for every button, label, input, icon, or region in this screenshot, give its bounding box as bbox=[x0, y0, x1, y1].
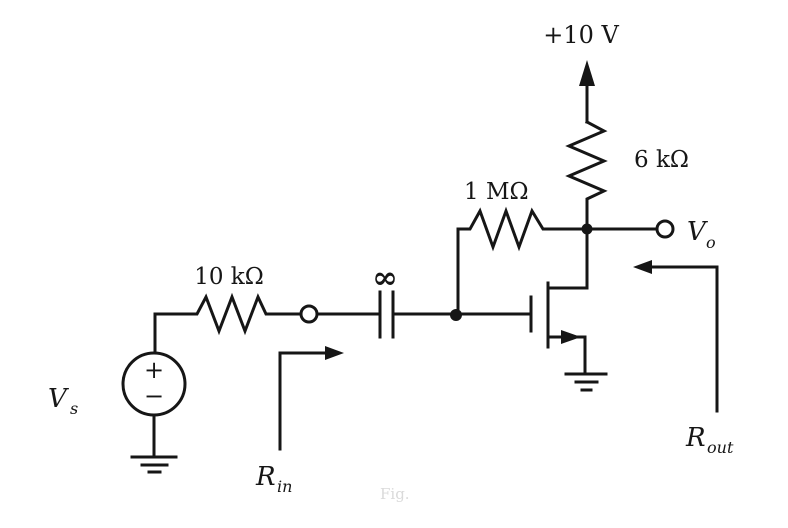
mosfet-icon bbox=[529, 230, 589, 374]
mosfet-ground-icon bbox=[564, 372, 608, 392]
mosfet-drain-lead bbox=[549, 230, 589, 290]
supply-arrow-icon bbox=[579, 60, 595, 86]
drain-node-dot bbox=[581, 223, 593, 235]
drain-resistor-label: 6 kΩ bbox=[634, 147, 689, 173]
rin-arrow-icon bbox=[278, 346, 344, 451]
vo-label-subscript: o bbox=[706, 233, 716, 252]
mosfet-source-arrow-icon bbox=[561, 330, 581, 344]
coupling-capacitor-icon bbox=[378, 290, 395, 339]
caption-fragment: Fig. bbox=[380, 485, 410, 503]
source-plus-sign: + bbox=[144, 356, 164, 384]
source-minus-sign: − bbox=[144, 382, 164, 410]
supply-voltage-label: +10 V bbox=[543, 21, 619, 49]
mosfet-source-lead bbox=[549, 335, 587, 374]
vs-label-subscript: s bbox=[70, 399, 78, 418]
rout-label: R bbox=[685, 423, 706, 453]
output-terminal bbox=[655, 219, 675, 239]
input-node-terminal bbox=[299, 304, 319, 324]
rout-arrow-icon bbox=[633, 260, 719, 413]
rin-label: R bbox=[255, 462, 276, 492]
vo-label: V bbox=[687, 217, 708, 247]
vs-label: V bbox=[48, 384, 69, 414]
series-input-resistor bbox=[153, 292, 301, 336]
rout-label-subscript: out bbox=[707, 438, 734, 457]
rin-label-subscript: in bbox=[277, 477, 292, 496]
source-ground-icon bbox=[130, 455, 178, 474]
series-resistor-label: 10 kΩ bbox=[194, 264, 264, 290]
feedback-resistor-label: 1 MΩ bbox=[464, 179, 529, 205]
capacitor-infinity-label: ∞ bbox=[372, 260, 398, 296]
feedback-resistor bbox=[456, 206, 586, 252]
drain-resistor bbox=[565, 119, 608, 229]
